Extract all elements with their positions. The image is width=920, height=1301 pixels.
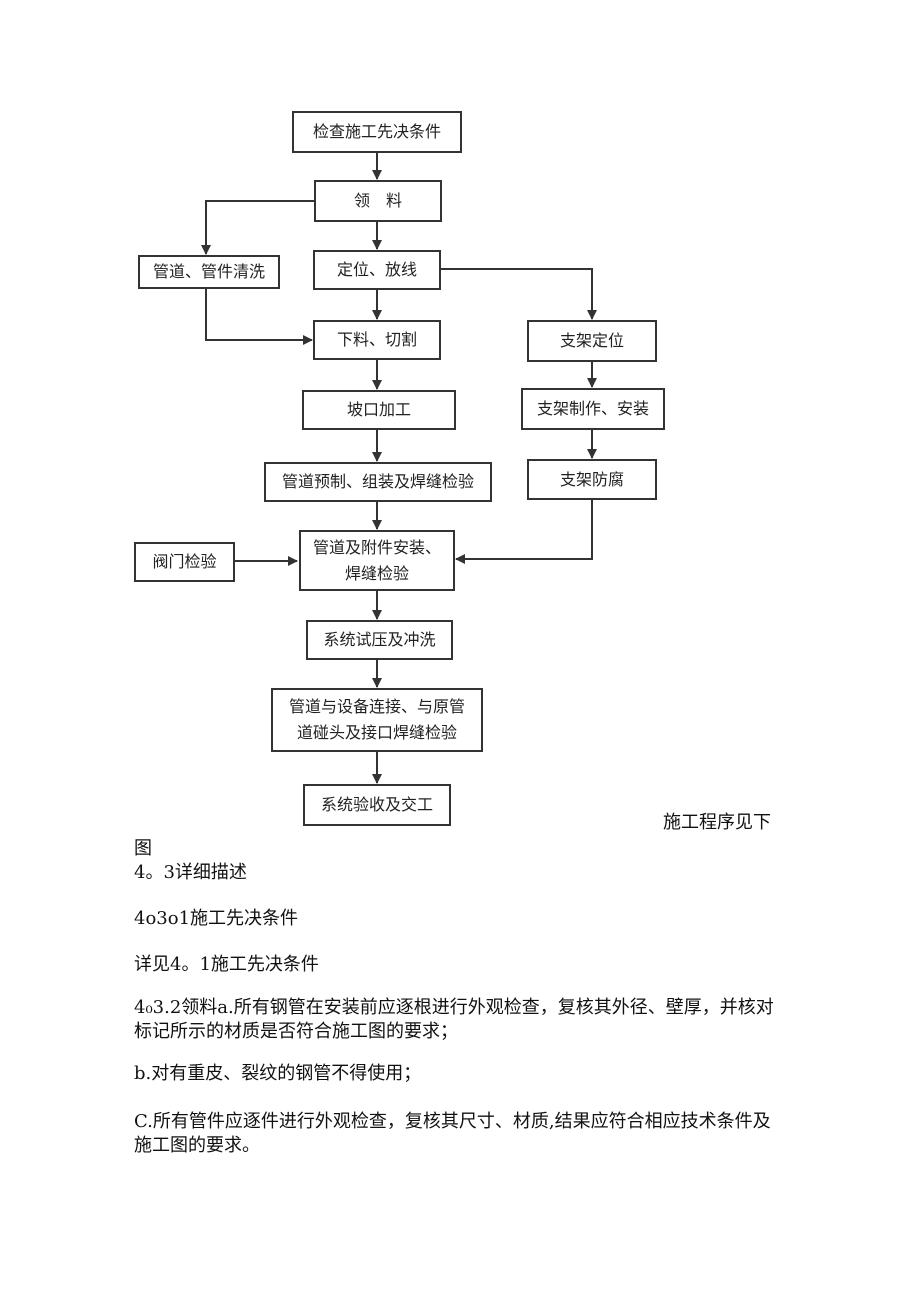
flow-node-pipe-installation: 管道及附件安装、 焊缝检验	[299, 530, 455, 591]
reference-line: 详见4。1施工先决条件	[134, 954, 319, 975]
flow-node-support-anticorrosion: 支架防腐	[527, 459, 657, 500]
flow-node-support-fabrication: 支架制作、安装	[521, 388, 665, 430]
flow-node-check-prerequisites: 检查施工先决条件	[292, 111, 462, 153]
arrow-n2-n4	[201, 200, 314, 255]
section-heading: 4。3详细描述	[134, 862, 247, 883]
flow-node-groove-processing: 坡口加工	[302, 390, 456, 430]
flow-node-acceptance: 系统验收及交工	[303, 784, 451, 826]
flow-node-equipment-connection: 管道与设备连接、与原管 道碰头及接口焊缝检验	[271, 688, 483, 752]
flow-node-material-collection: 领 料	[314, 180, 442, 222]
flow-node-cutting: 下料、切割	[313, 320, 441, 360]
flow-node-pipe-cleaning: 管道、管件清洗	[138, 255, 280, 289]
flow-node-valve-inspection: 阀门检验	[134, 542, 235, 582]
flow-node-pressure-test: 系统试压及冲洗	[306, 620, 453, 660]
sub-heading: 4o3o1施工先决条件	[134, 908, 299, 929]
caption-right: 施工程序见下	[663, 812, 771, 833]
flow-node-prefabrication: 管道预制、组装及焊缝检验	[264, 462, 492, 502]
caption-left: 图	[134, 838, 152, 859]
arrow-n3-n6	[441, 268, 597, 320]
arrow-n10-n12	[455, 499, 593, 564]
paragraph-b: b.对有重皮、裂纹的钢管不得使用；	[134, 1063, 422, 1084]
flowchart-connectors	[201, 152, 597, 784]
paragraph-a: 4₀3.2领料a.所有钢管在安装前应逐根进行外观检查，复核其外径、壁厚，并核对标…	[134, 997, 774, 1042]
arrow-n4-n5	[205, 289, 313, 345]
flow-node-support-positioning: 支架定位	[527, 320, 657, 362]
paragraph-c: C.所有管件应逐件进行外观检查，复核其尺寸、材质,结果应符合相应技术条件及施工图…	[134, 1111, 771, 1156]
flow-node-positioning: 定位、放线	[313, 250, 441, 290]
